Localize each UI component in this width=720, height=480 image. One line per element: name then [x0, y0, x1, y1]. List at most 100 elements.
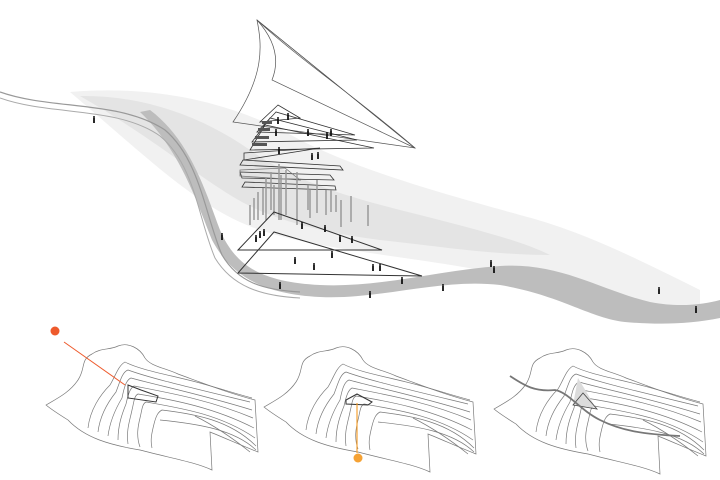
road-line: [0, 91, 301, 293]
person-head: [326, 132, 328, 134]
person-figure: [294, 259, 296, 264]
ground-platforms: [236, 211, 423, 277]
person-head: [401, 277, 403, 279]
person-figure: [277, 119, 279, 124]
person-head: [93, 116, 95, 118]
person-head: [351, 236, 353, 238]
person-head: [313, 263, 315, 265]
person-figure: [317, 154, 319, 159]
person-head: [442, 284, 444, 286]
person-head: [490, 260, 492, 262]
dark-strip: [252, 143, 267, 146]
plate-5: [243, 147, 321, 161]
canopy-shade: [573, 378, 596, 408]
person-figure: [330, 131, 332, 136]
person-head: [255, 235, 257, 237]
road-line-inner: [0, 97, 301, 299]
person-head: [372, 264, 374, 266]
contour-map: [493, 348, 707, 475]
person-figure: [93, 118, 95, 123]
person-head: [493, 266, 495, 268]
viewpoint-marker: [50, 326, 60, 336]
person-figure: [339, 237, 341, 242]
person-head: [307, 129, 309, 131]
person-head: [221, 233, 223, 235]
terrain: [0, 90, 720, 324]
dark-strip: [262, 121, 272, 124]
person-head: [263, 229, 265, 231]
viewpoint-marker: [353, 453, 363, 463]
person-figure: [221, 235, 223, 240]
person-figure: [372, 266, 374, 271]
road-band: [140, 110, 720, 324]
person-figure: [278, 149, 280, 154]
sightline: [63, 341, 126, 386]
canopy-ridge: [256, 19, 416, 149]
person-figure: [279, 284, 281, 289]
platform-lower: [236, 231, 423, 277]
person-head: [279, 282, 281, 284]
panel-view-from-below: [263, 346, 477, 473]
person-figure: [326, 134, 328, 139]
plate-dark-strips: [252, 121, 272, 146]
person-figure: [490, 262, 492, 267]
contour-map: [45, 344, 259, 471]
panel-view-from-road: [45, 326, 259, 471]
person-figure: [324, 227, 326, 232]
person-figure: [313, 265, 315, 270]
platform-upper: [236, 211, 383, 251]
dark-strip: [258, 128, 270, 131]
columns: [249, 164, 369, 227]
person-figure: [255, 237, 257, 242]
person-figure: [695, 308, 697, 313]
building-footprint: [127, 384, 159, 403]
person-head: [658, 287, 660, 289]
person-figure: [259, 233, 261, 238]
person-figure: [287, 115, 289, 120]
person-figure: [493, 268, 495, 273]
person-head: [369, 291, 371, 293]
column-set: [249, 164, 369, 227]
person-head: [331, 251, 333, 253]
canopy-inner: [256, 19, 416, 149]
building-footprint: [345, 393, 373, 406]
person-head: [330, 129, 332, 131]
people: [93, 113, 697, 313]
person-figure: [351, 238, 353, 243]
person-head: [379, 264, 381, 266]
person-figure: [311, 155, 313, 160]
panel-path-and-canopy: [493, 348, 707, 475]
canopy-outline: [232, 19, 417, 149]
plate-1: [258, 104, 302, 123]
terrain-mid-band: [80, 95, 550, 255]
canopy: [232, 19, 417, 149]
plate-9: [239, 167, 302, 181]
contour-map: [263, 346, 477, 473]
canopy-triangle: [572, 392, 599, 410]
walking-path: [509, 375, 681, 437]
person-head: [275, 129, 277, 131]
person-figure: [301, 224, 303, 229]
person-figure: [442, 286, 444, 291]
person-figure: [275, 131, 277, 136]
person-head: [339, 235, 341, 237]
person-head: [317, 152, 319, 154]
person-figure: [331, 253, 333, 258]
person-figure: [658, 289, 660, 294]
plate-8: [241, 181, 337, 191]
person-figure: [369, 293, 371, 298]
person-head: [695, 306, 697, 308]
person-figure: [401, 279, 403, 284]
person-head: [278, 147, 280, 149]
person-figure: [379, 266, 381, 271]
person-head: [277, 117, 279, 119]
person-head: [324, 225, 326, 227]
person-figure: [263, 231, 265, 236]
plate-6: [239, 159, 344, 171]
person-figure: [307, 131, 309, 136]
dark-strip: [255, 136, 269, 139]
person-head: [287, 113, 289, 115]
person-head: [311, 153, 313, 155]
person-head: [301, 222, 303, 224]
